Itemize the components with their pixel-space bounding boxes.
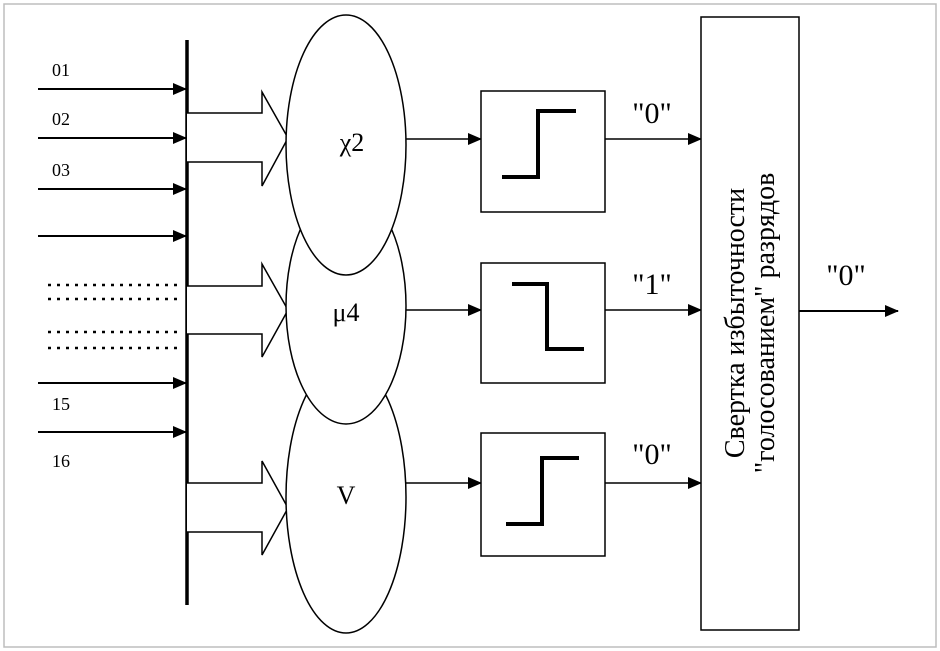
hollow-arrow-1 xyxy=(187,89,289,187)
oval-chi2 xyxy=(285,14,407,276)
input-label-03: 03 xyxy=(52,160,70,180)
oval-label-mu4: μ4 xyxy=(333,298,360,327)
voter-label-group: Свертка избыточности "голосованием" разр… xyxy=(720,173,781,474)
input-label-16: 16 xyxy=(52,451,70,471)
threshold-box-2 xyxy=(480,262,606,384)
voter-label-line1: Свертка избыточности xyxy=(720,188,751,458)
voter-box xyxy=(700,16,800,631)
voter-label-line2: "голосованием" разрядов xyxy=(750,173,781,474)
step-falling-icon xyxy=(512,282,584,351)
input-label-15: 15 xyxy=(52,394,70,414)
step-rising-icon xyxy=(502,109,576,179)
ellipsis-dots xyxy=(48,283,178,350)
oval-to-threshold-arrows xyxy=(406,133,482,489)
hollow-arrow-3 xyxy=(187,460,289,556)
oval-label-v: V xyxy=(337,481,356,510)
outer-frame xyxy=(3,3,937,648)
hollow-arrow-2 xyxy=(187,261,289,358)
bus-to-oval-arrows xyxy=(187,89,289,556)
output-label-3: "0" xyxy=(632,438,672,471)
threshold-box-3 xyxy=(480,432,606,557)
output-label-2: "1" xyxy=(632,268,672,301)
input-lines xyxy=(38,83,187,438)
output-label-1: "0" xyxy=(632,97,672,130)
threshold-to-voter-arrows xyxy=(605,133,702,489)
input-label-01: 01 xyxy=(52,60,70,80)
step-rising-icon xyxy=(506,456,579,526)
final-output-label: "0" xyxy=(826,259,866,292)
oval-label-chi2: χ2 xyxy=(339,128,365,157)
input-label-02: 02 xyxy=(52,109,70,129)
threshold-box-1 xyxy=(480,90,606,213)
